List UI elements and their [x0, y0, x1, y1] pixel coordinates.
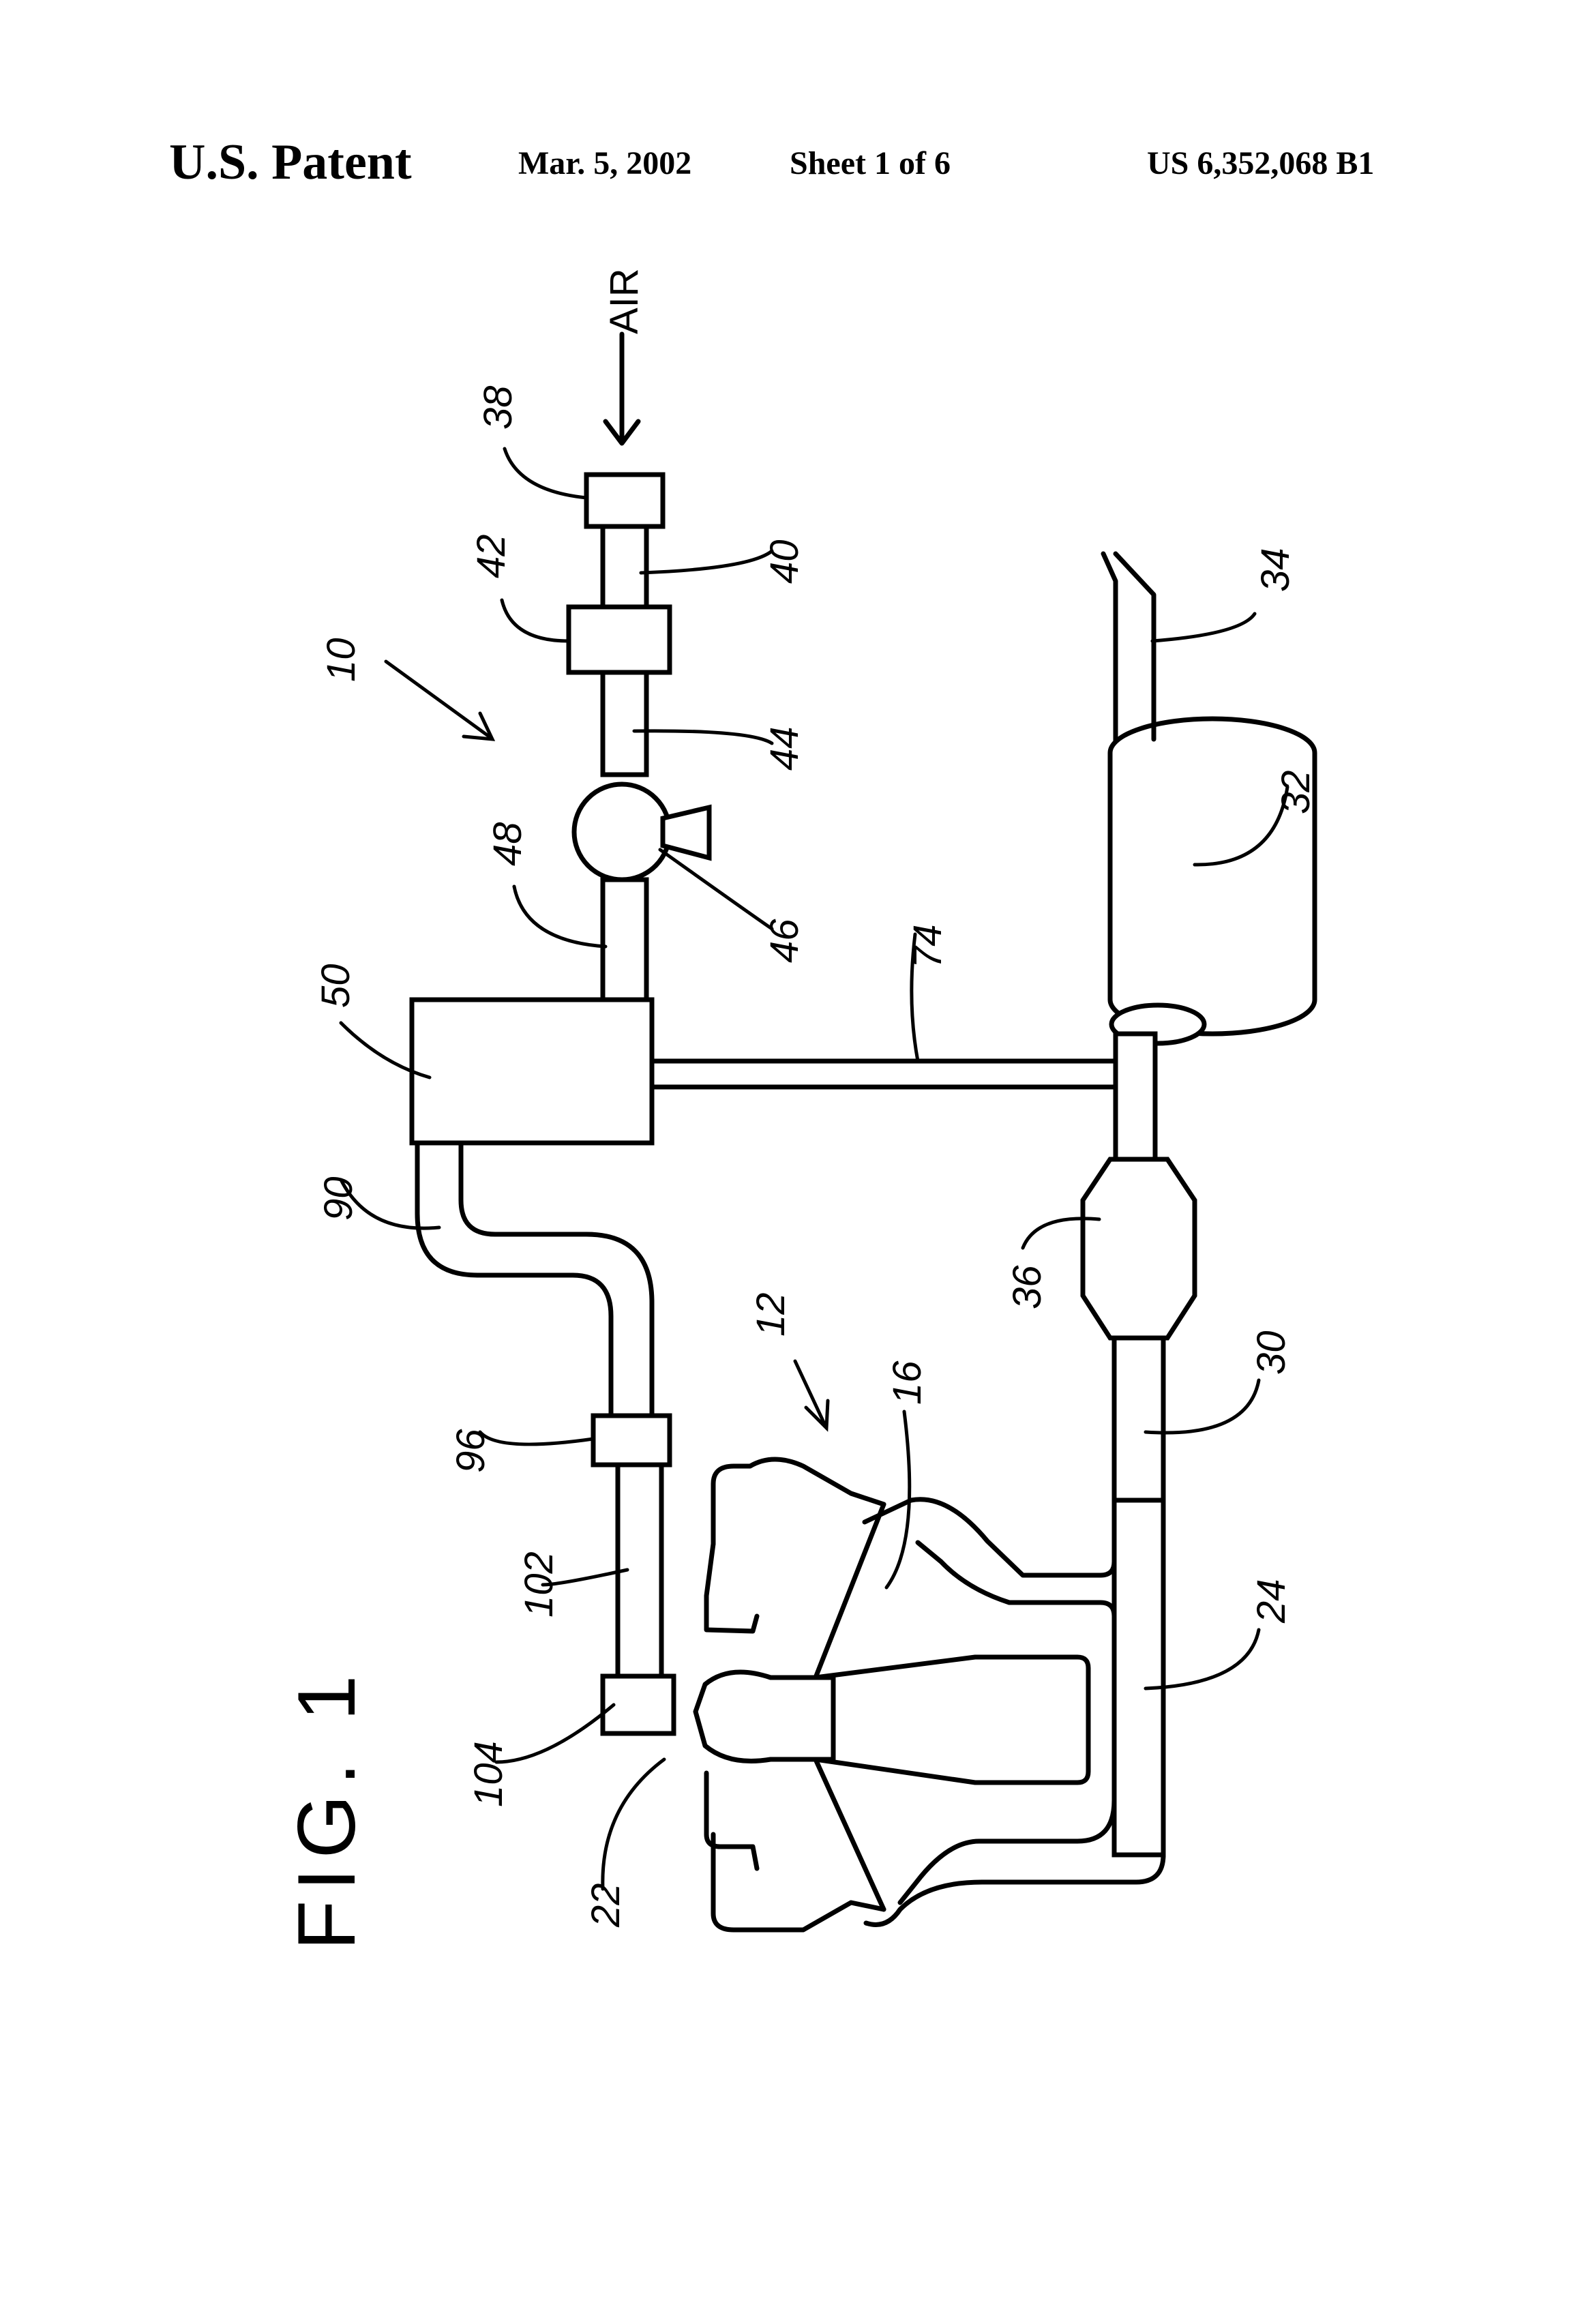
- ref-36: 36: [1005, 1265, 1049, 1309]
- exhaust-pipe-upper: [1116, 1034, 1155, 1159]
- sensor-42: [569, 607, 670, 672]
- ref-10: 10: [319, 638, 363, 682]
- ref-24: 24: [1249, 1579, 1294, 1624]
- ref-22: 22: [584, 1883, 628, 1928]
- exhaust-runner-upper: [865, 1500, 1114, 1575]
- ref-34: 34: [1253, 548, 1298, 592]
- line-74: [652, 1061, 1129, 1087]
- air-pipe-90-inner: [461, 1143, 652, 1416]
- intake-pipe-44: [603, 672, 646, 775]
- ref-104: 104: [466, 1741, 511, 1807]
- ref-44: 44: [762, 726, 807, 771]
- ref-50: 50: [314, 964, 358, 1008]
- figure-title: FIG. 1: [281, 1666, 372, 1950]
- ref-42: 42: [469, 534, 513, 578]
- air-label: AIR: [602, 268, 646, 334]
- catalytic-converter-36: [1083, 1159, 1195, 1338]
- pump-motor-46: [663, 807, 709, 858]
- ref-32: 32: [1274, 770, 1318, 814]
- ref-48: 48: [486, 822, 530, 866]
- intake-pipe-48: [603, 880, 646, 1000]
- ref-16: 16: [885, 1360, 929, 1405]
- ref-12: 12: [749, 1292, 793, 1337]
- ref-40: 40: [762, 539, 807, 584]
- exhaust-runner-mid: [918, 1543, 1114, 1616]
- air-pump-46: [574, 784, 670, 880]
- ref-38: 38: [476, 385, 520, 430]
- reference-labels: 10 12 16 22 24 30 32 34 36 38 40 42 44 4…: [314, 385, 1318, 1928]
- ref-30: 30: [1249, 1330, 1294, 1375]
- muffler-32: [1110, 719, 1315, 1034]
- air-cleaner-38: [586, 475, 663, 526]
- control-valve-50: [412, 1000, 652, 1143]
- air-inlet-arrow: [606, 334, 638, 443]
- intake-pipe-40: [603, 526, 646, 607]
- tailpipe-34: [1103, 554, 1154, 741]
- engine-12: [696, 1459, 1088, 1930]
- air-pipe-90-outer: [417, 1143, 611, 1416]
- valve-96: [593, 1416, 670, 1465]
- exhaust-pipe-30: [1114, 1338, 1163, 1500]
- exhaust-pipe-24: [1114, 1500, 1163, 1855]
